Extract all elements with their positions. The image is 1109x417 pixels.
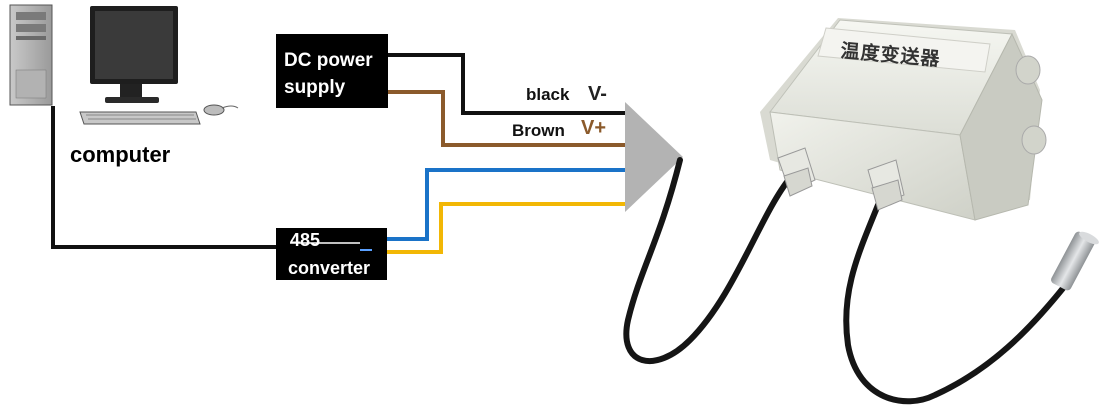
converter-label-line2: converter	[288, 258, 371, 278]
dc-power-label-line2: supply	[284, 77, 346, 98]
black-wire	[387, 53, 625, 115]
v-minus-label: V-	[588, 83, 607, 105]
blue-wire	[380, 168, 625, 241]
temperature-probe	[1051, 231, 1099, 291]
computer-label: computer	[70, 142, 171, 167]
computer-to-converter-wire	[51, 106, 277, 249]
converter-box	[276, 228, 387, 280]
brown-wire	[387, 90, 625, 147]
brown-wire-label: Brown	[512, 121, 565, 140]
probe-cable	[843, 197, 1071, 405]
cable-gland-left	[777, 147, 816, 197]
dc-power-supply-box	[276, 34, 388, 108]
black-wire-label: black	[526, 85, 570, 104]
yellow-wire	[380, 202, 625, 254]
cable-gland-right	[867, 159, 905, 211]
temperature-transmitter	[760, 18, 1047, 221]
cable-junction	[625, 102, 683, 212]
dc-power-label-line1: DC power	[284, 50, 373, 71]
junction-cable	[623, 157, 793, 365]
computer-icon	[9, 4, 239, 125]
v-plus-label: V+	[581, 117, 607, 139]
converter-label-line1: 485	[290, 230, 321, 250]
